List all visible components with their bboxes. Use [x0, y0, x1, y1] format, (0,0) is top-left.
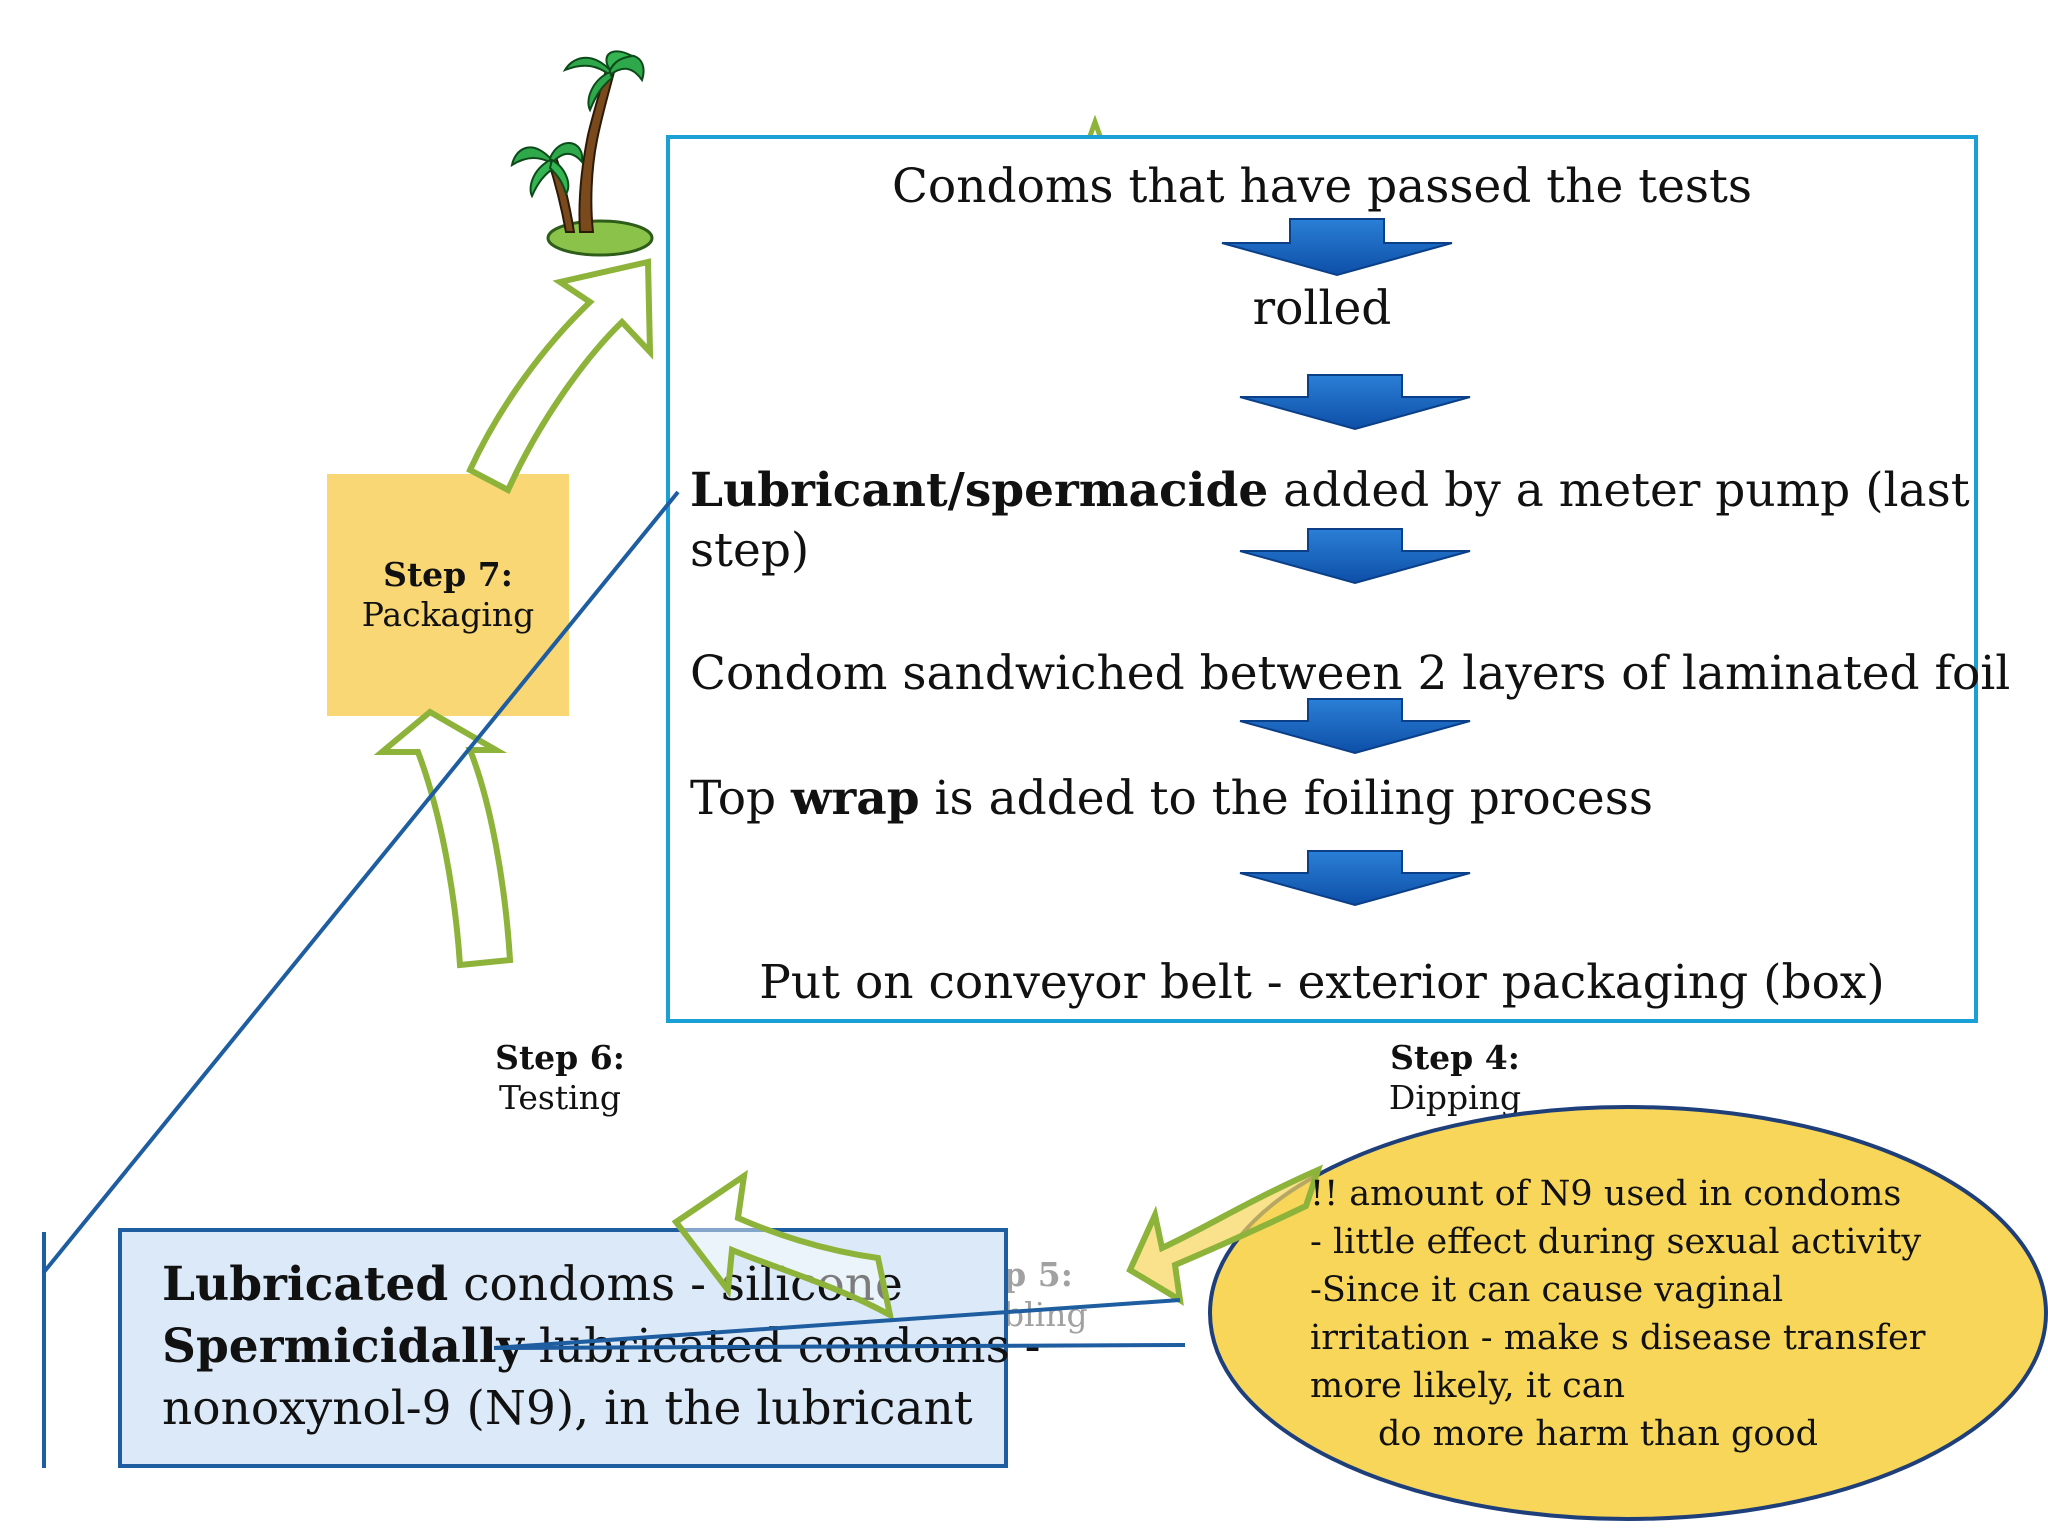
flow-step-lubricant-bold: Lubricant/spermacide — [690, 463, 1269, 518]
step7-label: Step 7: Packaging — [327, 555, 569, 635]
down-arrow-5 — [1239, 850, 1471, 907]
flow-step-lubricant-rest: added by a meter pump (last — [1268, 463, 1970, 518]
step7-name: Packaging — [361, 595, 535, 634]
arrow-packaging-to-island — [466, 258, 654, 495]
lubricant-line3: nonoxynol-9 (N9), in the lubricant — [162, 1381, 973, 1436]
production-flow-box: Condoms that have passed the tests rolle… — [666, 135, 2010, 1023]
n9-callout-oval — [1208, 1105, 2048, 1521]
connector-diagonal — [42, 490, 680, 1274]
callout-pointer-lower — [493, 1343, 1186, 1350]
step4-title: Step 4: — [1390, 1038, 1520, 1077]
flow-step-rolled: rolled — [1252, 281, 1392, 336]
step6-name: Testing — [498, 1078, 622, 1117]
lubricant-line2: Spermicidally lubricated condoms - — [162, 1316, 1041, 1378]
lubricant-line2-bold: Spermicidally — [162, 1319, 524, 1374]
flow-down-arrows — [1221, 218, 1471, 907]
flow-step-lubricant: Lubricant/spermacide added by a meter pu… — [690, 461, 1970, 521]
lubricant-line1-bold: Lubricated — [162, 1257, 449, 1312]
callout-line3: -Since it can cause vaginal — [1310, 1270, 1784, 1310]
down-arrow-4 — [1239, 698, 1471, 755]
step6-title: Step 6: — [495, 1038, 625, 1077]
flow-step-lubricant-line2: step) — [690, 523, 810, 578]
step4-label: Step 4: Dipping — [1355, 1038, 1555, 1118]
callout-line2: - little effect during sexual activity — [1310, 1222, 1922, 1262]
flow-step-wrap-bold: wrap — [791, 771, 920, 826]
arrow-dipping-to-tumbling — [1126, 1164, 1323, 1306]
lubricant-line1: Lubricated condoms - silicone — [162, 1254, 903, 1316]
step7-title: Step 7: — [383, 555, 513, 594]
callout-line1: !! amount of N9 used in condoms — [1310, 1174, 1902, 1214]
callout-line6: do more harm than good — [1378, 1414, 1818, 1454]
flow-step-wrap-post: is added to the foiling process — [919, 771, 1653, 826]
down-arrow-3 — [1239, 528, 1471, 585]
flow-step-wrap: Top wrap is added to the foiling process — [690, 769, 1653, 829]
arrow-tumbling-to-testing — [671, 1169, 895, 1321]
callout-pointer-upper — [493, 1298, 1181, 1350]
flow-step-foil: Condom sandwiched between 2 layers of la… — [690, 646, 2011, 701]
callout-line4: irritation - make s disease transfer — [1310, 1318, 1926, 1358]
step6-label: Step 6: Testing — [460, 1038, 660, 1118]
down-arrow-1 — [1221, 218, 1453, 277]
flow-step-conveyor: Put on conveyor belt - exterior packagin… — [759, 955, 1885, 1010]
flow-step-tested: Condoms that have passed the tests — [891, 159, 1753, 214]
callout-line5: more likely, it can — [1310, 1366, 1626, 1406]
palm-island-icon — [510, 50, 654, 257]
down-arrow-2 — [1239, 374, 1471, 431]
step4-name: Dipping — [1388, 1078, 1522, 1117]
arrow-testing-to-packaging — [373, 708, 514, 969]
flow-step-wrap-pre: Top — [690, 771, 792, 826]
